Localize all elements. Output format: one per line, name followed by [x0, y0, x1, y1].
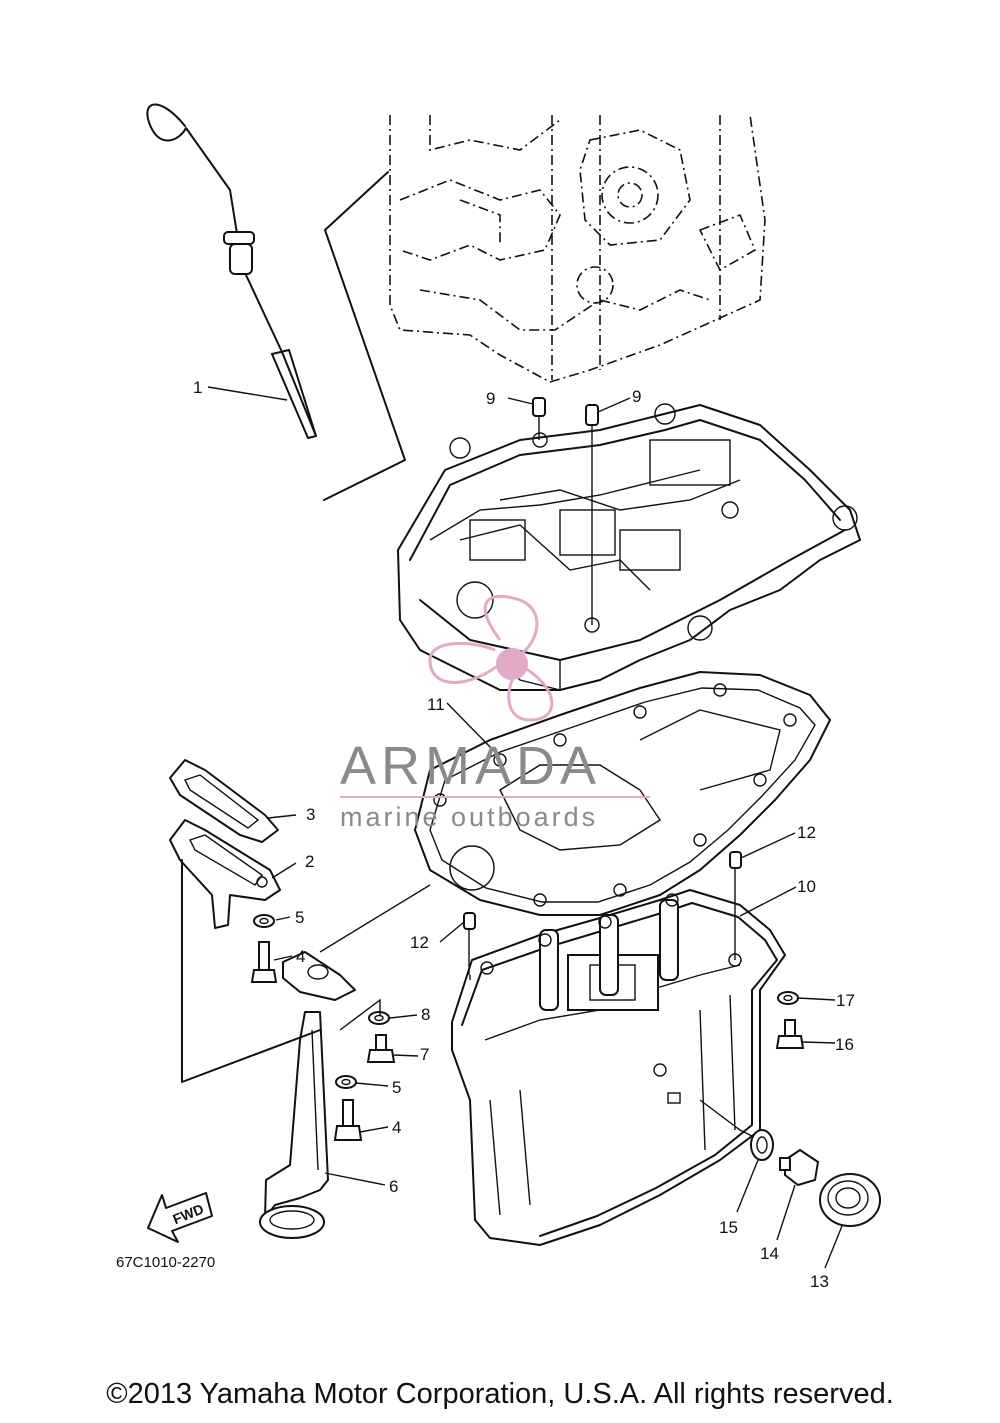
callout-11: 11: [427, 695, 445, 714]
callout-17: 17: [836, 991, 855, 1010]
callout-4a: 4: [296, 947, 305, 966]
watermark-title: ARMADA: [340, 736, 602, 796]
dipstick: [146, 103, 317, 439]
callout-6: 6: [389, 1177, 398, 1196]
dipstick-bracket: [323, 171, 406, 501]
bolt-4-lower: [333, 1099, 363, 1141]
callout-14: 14: [760, 1244, 779, 1263]
watermark: ARMADA marine outboards: [340, 738, 650, 833]
callout-5b: 5: [392, 1078, 401, 1097]
callout-3: 3: [306, 805, 315, 824]
callout-10: 10: [797, 877, 816, 896]
washer-5-lower: [335, 1075, 357, 1089]
callout-5a: 5: [295, 908, 304, 927]
callout-2: 2: [305, 852, 314, 871]
bolt-7: [366, 1034, 396, 1063]
dowel-pin-12-right: [729, 851, 742, 960]
oil-strainer-housing: [169, 819, 281, 929]
callout-8: 8: [421, 1005, 430, 1024]
callout-12b: 12: [410, 933, 429, 952]
engine-block-outline: [389, 114, 766, 383]
callout-9a: 9: [486, 389, 495, 408]
callout-4b: 4: [392, 1118, 401, 1137]
watermark-propeller-icon: [428, 594, 554, 722]
oil-pan: [451, 889, 786, 1246]
leader-bracket-8: [339, 998, 381, 1031]
washer-17: [777, 991, 799, 1005]
drain-cap-13: [819, 1173, 881, 1227]
oil-strainer-gasket: [169, 759, 279, 843]
callout-16: 16: [835, 1035, 854, 1054]
diagram-part-number: 67C1010-2270: [116, 1254, 216, 1271]
dowel-pin-right: [585, 404, 599, 625]
exhaust-guide: [397, 403, 861, 691]
fwd-arrow-icon: FWD: [147, 1192, 213, 1243]
strainer-bracket: [181, 859, 321, 1083]
bolt-16: [775, 1019, 805, 1049]
dowel-pin-left: [532, 397, 546, 440]
oil-pump-cover: [282, 951, 356, 1001]
oil-strainer-pipe: [259, 1011, 329, 1239]
watermark-subtitle: marine outboards: [340, 796, 650, 833]
drain-gasket-15: [750, 1129, 774, 1161]
drain-plug-14: [779, 1148, 820, 1187]
copyright-footer: ©2013 Yamaha Motor Corporation, U.S.A. A…: [106, 1378, 894, 1410]
callout-9b: 9: [632, 387, 641, 406]
callout-1: 1: [193, 378, 202, 397]
washer-5-upper: [253, 914, 275, 928]
callout-13: 13: [810, 1272, 829, 1291]
callout-12a: 12: [797, 823, 816, 842]
bolt-4-upper: [250, 941, 278, 983]
oil-pan-gasket: [414, 671, 831, 916]
callout-15: 15: [719, 1218, 738, 1237]
leader-lines: [207, 386, 843, 1269]
washer-8: [368, 1011, 390, 1025]
callout-7: 7: [420, 1045, 429, 1064]
